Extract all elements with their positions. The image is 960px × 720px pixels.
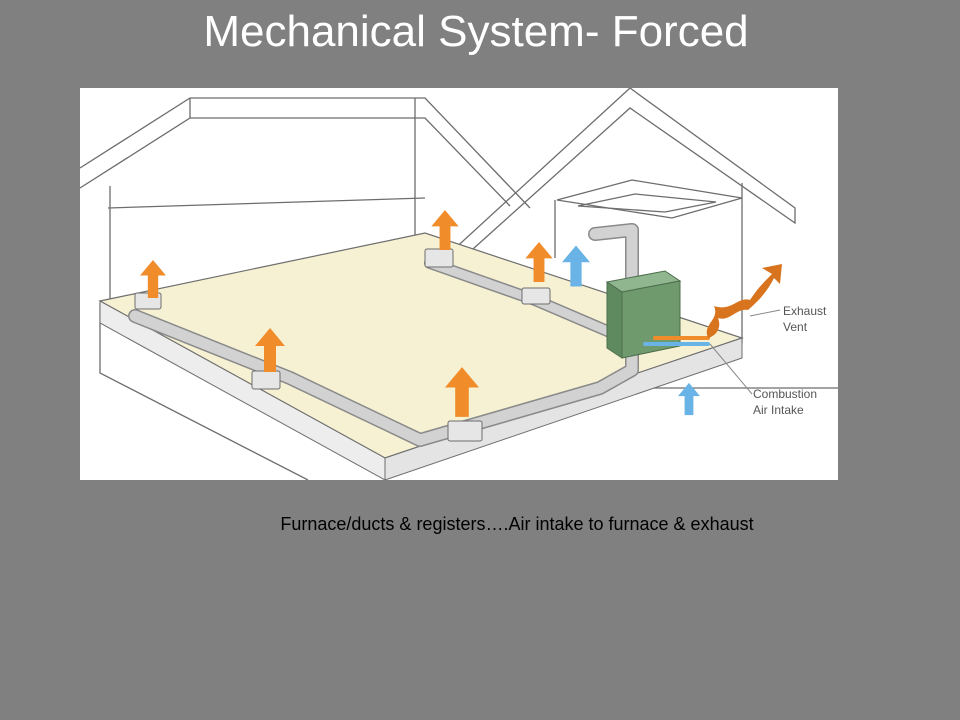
slide-caption: Furnace/ducts & registers….Air intake to… — [280, 514, 754, 534]
exhaust-label-line1: Exhaust — [783, 304, 827, 318]
exhaust-smoke-icon — [706, 264, 782, 338]
register — [521, 287, 551, 305]
combustion-label-line2: Air Intake — [753, 403, 804, 417]
register — [447, 420, 483, 442]
slide-title: Mechanical System- Forced — [203, 7, 749, 56]
forced-air-diagram: Exhaust Vent Combustion Air Intake — [80, 88, 838, 480]
exhaust-label-line2: Vent — [783, 320, 808, 334]
house-cutaway-illustration: Exhaust Vent Combustion Air Intake — [80, 88, 838, 480]
register — [424, 248, 454, 268]
vent-pipes — [643, 336, 710, 346]
register — [251, 370, 281, 390]
combustion-label-line1: Combustion — [753, 387, 817, 401]
callout-lines — [709, 309, 781, 395]
floor-slab — [98, 232, 744, 480]
register-icon — [134, 248, 551, 442]
